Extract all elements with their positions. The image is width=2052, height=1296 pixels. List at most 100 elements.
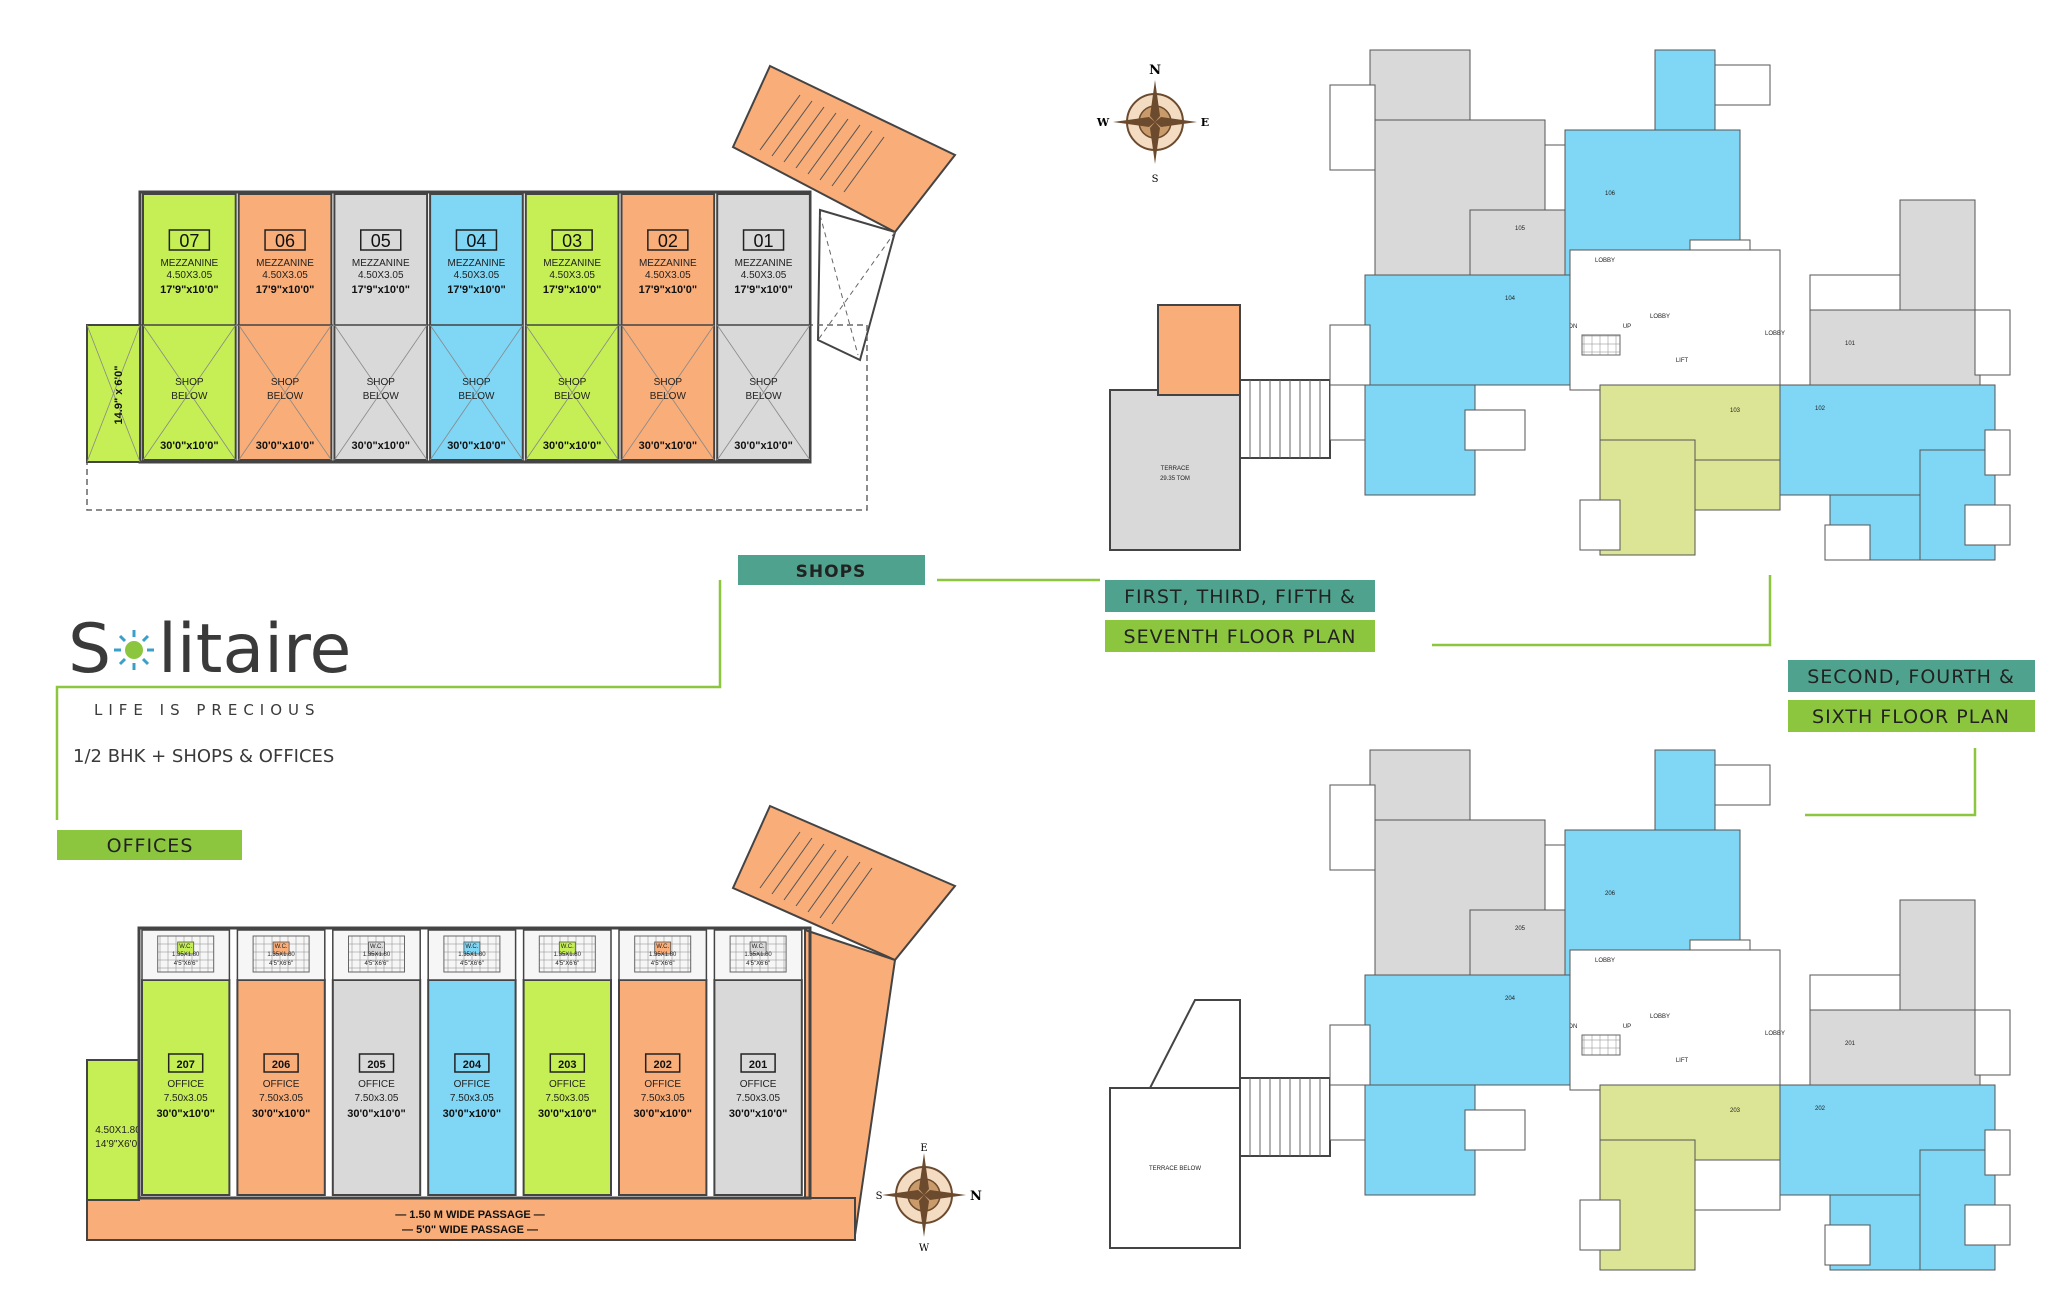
connector-lines [55,575,1977,820]
office-unit: W.C.1.35X1.804'5"X6'6"203OFFICE7.50x3.05… [522,929,612,1196]
wc-size-m: 1.35X1.80 [458,952,486,958]
svg-text:101: 101 [1845,341,1856,347]
svg-text:W: W [1096,116,1110,129]
office-size-ft: 30'0"x10'0" [347,1108,406,1120]
residential-plan-bottom: TERRACE BELOW 205 206 LOBBY LOBBY LOBBY … [1109,749,2011,1271]
svg-text:104: 104 [1505,296,1516,302]
passage-width-m: — 1.50 M WIDE PASSAGE — [395,1209,545,1221]
brand-name-suffix: litaire [158,610,351,689]
office-number: 207 [177,1059,195,1071]
svg-text:SIXTH FLOOR PLAN: SIXTH FLOOR PLAN [1812,706,2010,728]
office-unit: W.C.1.35X1.804'5"X6'6"202OFFICE7.50x3.05… [618,929,708,1196]
shop-below-label: BELOW [363,391,400,402]
shop-number: 06 [275,231,295,251]
office-size-m: 7.50x3.05 [355,1093,399,1104]
shop-unit: 04MEZZANINE4.50X3.0517'9"x10'0"SHOPBELOW… [429,193,524,461]
office-label: OFFICE [644,1079,681,1090]
office-side-size-m: 4.50X1.80 [95,1125,141,1136]
shop-size: 30'0"x10'0" [160,440,219,452]
shop-number: 02 [658,231,678,251]
mezzanine-size-ft: 17'9"x10'0" [256,284,315,296]
mezzanine-label: MEZZANINE [256,258,314,269]
offices-floor-plan: 4.50X1.80 14'9"X6'0" — 1.50 M WIDE PASSA… [86,804,957,1241]
shop-number: 07 [179,231,199,251]
shop-below-label: SHOP [749,377,778,388]
svg-text:103: 103 [1730,408,1741,414]
shops-side-annex: 14.9" x 6'0" [86,324,141,463]
office-size-m: 7.50x3.05 [164,1093,208,1104]
svg-text:LOBBY: LOBBY [1765,1031,1785,1037]
svg-text:205: 205 [1515,926,1526,932]
office-size-ft: 30'0"x10'0" [252,1108,311,1120]
mezzanine-label: MEZZANINE [448,258,506,269]
offices-label-band: OFFICES [57,830,242,860]
compass-bottom: E W S N [876,1143,982,1254]
wc-label: W.C. [275,944,288,950]
shop-size: 30'0"x10'0" [447,440,506,452]
wc-size-ft: 4'5"X6'6" [174,961,198,967]
shop-unit: 03MEZZANINE4.50X3.0517'9"x10'0"SHOPBELOW… [524,193,620,461]
svg-text:N: N [1149,63,1161,78]
svg-text:LOBBY: LOBBY [1650,1014,1670,1020]
brand-tagline: LIFE IS PRECIOUS [94,701,321,719]
office-size-m: 7.50x3.05 [641,1093,685,1104]
office-side-size-ft: 14'9"X6'0" [95,1139,141,1150]
office-unit: W.C.1.35X1.804'5"X6'6"205OFFICE7.50x3.05… [331,929,422,1196]
wc-size-ft: 4'5"X6'6" [365,961,389,967]
office-size-m: 7.50x3.05 [450,1093,494,1104]
shop-size: 30'0"x10'0" [543,440,602,452]
mezzanine-label: MEZZANINE [735,258,793,269]
shop-below-label: BELOW [745,391,782,402]
floor-plan-b-label: SECOND, FOURTH & SIXTH FLOOR PLAN [1788,660,2035,732]
brand-name-prefix: S [68,610,111,689]
office-size-m: 7.50x3.05 [259,1093,303,1104]
svg-text:201: 201 [1845,1041,1856,1047]
office-number: 205 [367,1059,385,1071]
office-number: 201 [749,1059,767,1071]
svg-text:S: S [876,1191,883,1202]
wc-size-ft: 4'5"X6'6" [746,961,770,967]
mezzanine-size-m: 4.50X3.05 [358,270,404,281]
office-size-m: 7.50x3.05 [545,1093,589,1104]
office-number: 203 [558,1059,576,1071]
compass-star-icon [882,1153,966,1237]
office-size-ft: 30'0"x10'0" [156,1108,215,1120]
office-number: 206 [272,1059,290,1071]
svg-text:206: 206 [1605,891,1616,897]
wc-label: W.C. [465,944,478,950]
office-unit: W.C.1.35X1.804'5"X6'6"201OFFICE7.50x3.05… [713,929,803,1196]
svg-text:102: 102 [1815,406,1826,412]
office-label: OFFICE [167,1079,204,1090]
office-label: OFFICE [454,1079,491,1090]
office-label: OFFICE [358,1079,395,1090]
shop-unit: 02MEZZANINE4.50X3.0517'9"x10'0"SHOPBELOW… [620,193,716,461]
shop-unit: 05MEZZANINE4.50X3.0517'9"x10'0"SHOPBELOW… [333,193,429,461]
wc-size-ft: 4'5"X6'6" [651,961,675,967]
office-size-ft: 30'0"x10'0" [729,1108,788,1120]
shop-unit: 01MEZZANINE4.50X3.0517'9"x10'0"SHOPBELOW… [716,193,811,461]
svg-text:LOBBY: LOBBY [1595,958,1615,964]
svg-text:LOBBY: LOBBY [1650,314,1670,320]
wc-size-ft: 4'5"X6'6" [460,961,484,967]
svg-text:FIRST, THIRD, FIFTH &: FIRST, THIRD, FIFTH & [1124,586,1356,608]
mezzanine-label: MEZZANINE [352,258,410,269]
svg-text:106: 106 [1605,191,1616,197]
svg-text:UP: UP [1623,1024,1631,1030]
passage: 4.50X1.80 14'9"X6'0" — 1.50 M WIDE PASSA… [86,1059,856,1241]
shop-below-label: SHOP [271,377,300,388]
mezzanine-size-m: 4.50X3.05 [741,270,787,281]
svg-text:TERRACE BELOW: TERRACE BELOW [1149,1166,1201,1172]
shop-size: 30'0"x10'0" [256,440,315,452]
wc-size-m: 1.35X1.80 [172,952,200,958]
brand-logo: S litaire LIFE IS PRECIOUS 1/2 BHK + SHO… [68,610,351,767]
shop-below-label: SHOP [462,377,491,388]
svg-text:204: 204 [1505,996,1516,1002]
mezzanine-label: MEZZANINE [543,258,601,269]
wc-size-m: 1.35X1.80 [744,952,772,958]
shop-number: 05 [371,231,391,251]
svg-text:203: 203 [1730,1108,1741,1114]
office-size-ft: 30'0"x10'0" [538,1108,597,1120]
wc-size-m: 1.35X1.80 [363,952,391,958]
